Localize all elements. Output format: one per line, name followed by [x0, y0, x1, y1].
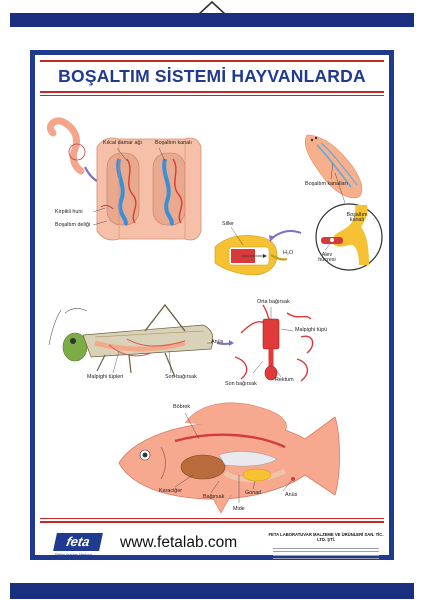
label-gonad: Gonad	[245, 490, 262, 496]
logo-brand: feta	[53, 533, 103, 551]
label-bagirsak: Bağırsak	[203, 494, 225, 500]
earthworm-illustration	[46, 117, 202, 241]
planaria-illustration	[214, 134, 383, 276]
poster-panel: BOŞALTIM SİSTEMİ HAYVANLARDA	[35, 55, 389, 559]
illustrations	[46, 117, 383, 514]
footer-top-thin-rule	[40, 518, 384, 519]
feta-logo: feta Eğitim Araçları Merkezi	[53, 533, 110, 561]
grasshopper-illustration	[48, 303, 234, 378]
title-top-rule	[40, 60, 384, 62]
label-rektum: Rektum	[275, 377, 294, 383]
company-fine-print	[267, 545, 385, 565]
label-karaciger: Karaciğer	[159, 488, 183, 494]
label-bosaltim-kanallari: Boşaltım kanalları	[305, 181, 348, 187]
label-orta-bagirsak: Orta bağırsak	[257, 299, 290, 305]
label-alev-hucresi: Alev hücresi	[318, 252, 336, 264]
label-kirpikli-huni: Kirpikli huni	[55, 209, 83, 215]
label-bosaltim-deligi: Boşaltım deliği	[55, 222, 91, 228]
label-anus-insect: Anüs	[211, 339, 224, 345]
poster-frame: BOŞALTIM SİSTEMİ HAYVANLARDA	[30, 50, 394, 560]
label-anus-fish: Anüs	[285, 492, 298, 498]
footer-top-rule	[40, 521, 384, 523]
title-bottom-thin-rule	[40, 95, 384, 96]
label-son-bagirsak-grasshopper: Son bağırsak	[165, 374, 197, 380]
logo-tagline: Eğitim Araçları Merkezi	[55, 553, 92, 557]
title-bottom-rule	[40, 91, 384, 93]
bottom-hanger-bar	[10, 583, 414, 599]
label-bobrek: Böbrek	[173, 404, 191, 410]
top-hanger-bar	[10, 13, 414, 27]
poster-title: BOŞALTIM SİSTEMİ HAYVANLARDA	[58, 66, 366, 86]
website-url: www.fetalab.com	[120, 534, 238, 551]
label-kilcal-damar-agi: Kılcal damar ağı	[103, 140, 142, 146]
label-h2o: H₂O	[283, 250, 294, 256]
label-siller: Siller	[222, 221, 234, 227]
company-name: FETA LABORATUVAR MALZEME VE ÜRÜNLERİ SAN…	[268, 532, 384, 542]
label-bosaltim-kanali-planaria: Boşaltım kanalı	[346, 212, 368, 224]
label-malpighi-tupu: Malpighi tüpü	[295, 327, 328, 333]
label-mide: Mide	[233, 506, 245, 512]
insect-gut-illustration	[234, 304, 314, 382]
label-bosaltim-kanali-worm: Boşaltım kanalı	[155, 140, 192, 146]
hanger-hook-icon	[197, 0, 227, 16]
label-son-bagirsak-gut: Son bağırsak	[225, 381, 257, 387]
label-malpighi-tupleri: Malpighi tüpleri	[87, 374, 124, 380]
fish-illustration	[118, 402, 340, 514]
